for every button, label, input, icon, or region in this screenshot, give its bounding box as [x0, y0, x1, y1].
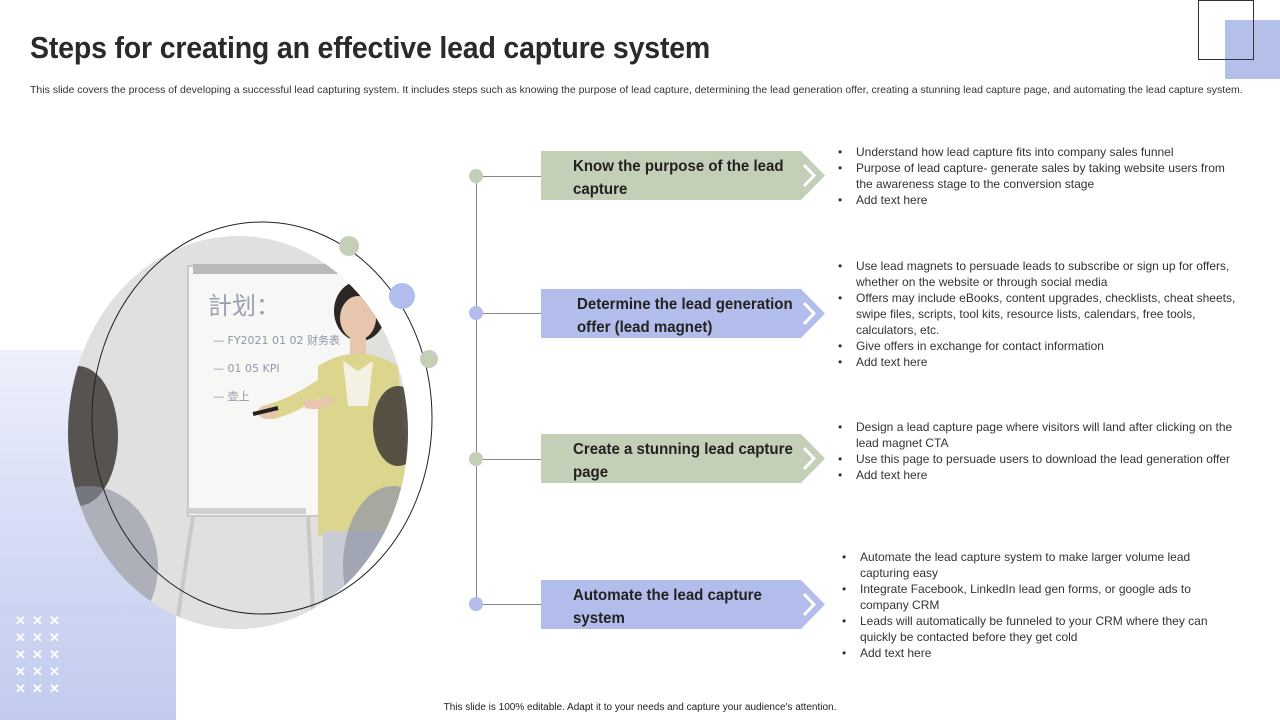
chevron-right-icon [802, 163, 817, 188]
slide-subtitle: This slide covers the process of develop… [30, 84, 1243, 96]
deco-dot-green [339, 236, 359, 256]
step-4-bullets: Automate the lead capture system to make… [842, 549, 1242, 661]
step-1-bullets: Understand how lead capture fits into co… [838, 144, 1238, 208]
list-item: Purpose of lead capture- generate sales … [838, 160, 1238, 192]
corner-square-outline [1198, 0, 1254, 60]
corner-square-filled [1225, 20, 1280, 79]
list-item: Understand how lead capture fits into co… [838, 144, 1238, 160]
step-4-box: Automate the lead capture system [541, 580, 825, 629]
slide-title: Steps for creating an effective lead cap… [30, 30, 711, 65]
step-3-bullets: Design a lead capture page where visitor… [838, 419, 1238, 483]
list-item: Use this page to persuade users to downl… [838, 451, 1238, 467]
whiteboard-line: — 壶上 [213, 389, 250, 403]
whiteboard-line: — 01 05 KPI [213, 362, 280, 375]
list-item: Leads will automatically be funneled to … [842, 613, 1242, 645]
list-item: Integrate Facebook, LinkedIn lead gen fo… [842, 581, 1242, 613]
step-2-bullets: Use lead magnets to persuade leads to su… [838, 258, 1238, 370]
chevron-right-icon [802, 446, 817, 471]
step-3-label: Create a stunning lead capture page [573, 441, 793, 481]
step-1-label: Know the purpose of the lead capture [573, 158, 784, 198]
whiteboard-line: — FY2021 01 02 财务表 [213, 333, 340, 347]
list-item: Give offers in exchange for contact info… [838, 338, 1238, 354]
list-item: Design a lead capture page where visitor… [838, 419, 1238, 451]
slide-footer: This slide is 100% editable. Adapt it to… [443, 702, 837, 713]
list-item: Add text here [838, 354, 1238, 370]
list-item: Add text here [838, 467, 1238, 483]
list-item: Add text here [838, 192, 1238, 208]
step-3-box: Create a stunning lead capture page [541, 434, 825, 483]
step-1-box: Know the purpose of the lead capture [541, 151, 825, 200]
list-item: Add text here [842, 645, 1242, 661]
x-pattern-decoration: ✕✕✕ ✕✕✕ ✕✕✕ ✕✕✕ ✕✕✕ [15, 613, 60, 696]
whiteboard-heading: 計划： [208, 292, 280, 320]
list-item: Use lead magnets to persuade leads to su… [838, 258, 1238, 290]
list-item: Offers may include eBooks, content upgra… [838, 290, 1238, 338]
deco-dot-green [420, 350, 438, 368]
list-item: Automate the lead capture system to make… [842, 549, 1242, 581]
step-4-label: Automate the lead capture system [573, 587, 762, 627]
chevron-right-icon [802, 301, 817, 326]
step-2-box: Determine the lead generation offer (lea… [541, 289, 825, 338]
deco-dot-blue [389, 283, 415, 309]
step-2-label: Determine the lead generation offer (lea… [577, 296, 793, 336]
chevron-right-icon [802, 592, 817, 617]
